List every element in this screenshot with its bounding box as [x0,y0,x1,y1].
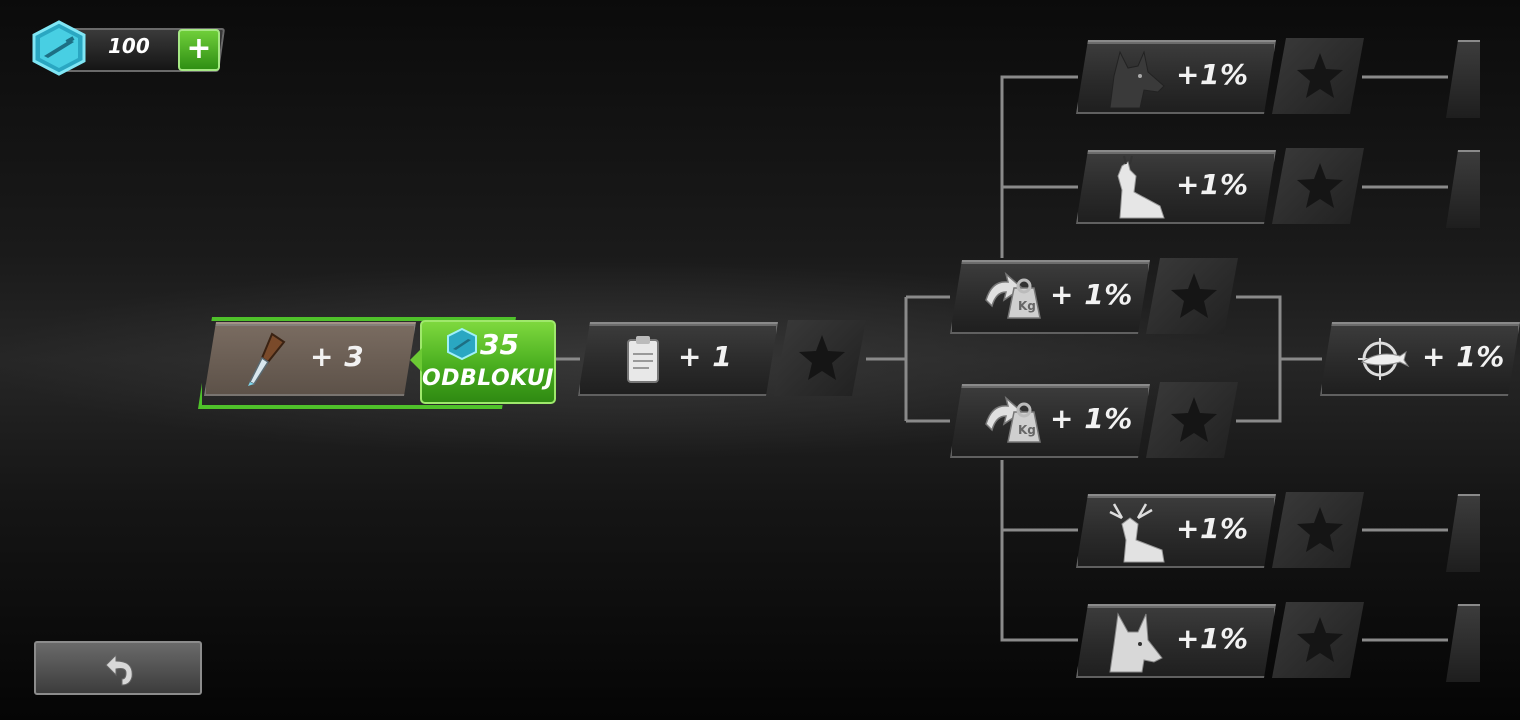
unlock-button[interactable]: 35 ODBLOKUJ [410,320,556,404]
svg-text:Kg: Kg [1018,423,1036,437]
rifle-gem-icon [32,20,86,76]
skill-node-partial[interactable] [1446,150,1480,228]
star-icon [1294,614,1346,666]
skill-node-label: + 1% [1050,402,1133,435]
skill-star-slot [1272,148,1364,224]
skill-node-partial[interactable] [1446,604,1480,682]
skill-node-weight-2[interactable]: Kg + 1% [950,384,1240,460]
skill-node-body [950,384,1150,458]
skill-node-coyote[interactable]: +1% [1076,604,1366,680]
deer-icon [1109,503,1165,563]
skill-node-label: + 1 [678,340,733,373]
skill-star-slot [1272,38,1364,114]
back-button[interactable] [34,641,202,695]
add-currency-button[interactable]: + [178,29,220,71]
skill-node-body [578,322,778,396]
skill-star-slot [1146,258,1238,334]
skill-star-slot [774,320,866,396]
skill-node-wolf[interactable]: +1% [1076,40,1366,116]
clipboard-icon [627,336,659,383]
star-icon [1294,50,1346,102]
skill-node-body [1076,150,1276,224]
skill-node-label: + 1% [1422,340,1505,373]
skill-node-body [1076,604,1276,678]
star-icon [1168,270,1220,322]
skill-node-crosshair[interactable]: + 1% [1320,322,1480,398]
skill-star-slot [1146,382,1238,458]
weight-kg-icon: Kg [985,271,1041,319]
plus-icon: + [186,31,212,66]
currency-display: 100 + [30,20,226,76]
skill-node-clipboard[interactable]: + 1 [578,322,868,398]
skill-node-body [950,260,1150,334]
skill-node-label: + 3 [310,340,365,373]
skill-node-label: +1% [1176,58,1249,91]
skill-node-label: +1% [1176,512,1249,545]
star-icon [1168,394,1220,446]
weight-kg-icon: Kg [985,395,1041,443]
skill-node-deer[interactable]: +1% [1076,494,1366,570]
star-icon [796,332,848,384]
skill-node-label: +1% [1176,168,1249,201]
unlock-label: ODBLOKUJ [422,366,554,391]
wolf-icon [1109,50,1165,109]
skill-star-slot [1272,602,1364,678]
rifle-gem-icon [447,327,477,361]
currency-amount: 100 [108,34,150,58]
skill-node-partial[interactable] [1446,494,1480,572]
skill-node-goat[interactable]: +1% [1076,150,1366,226]
skill-node-body [1076,40,1276,114]
goat-icon [1117,155,1165,219]
skill-node-weight-1[interactable]: Kg + 1% [950,260,1240,336]
svg-text:Kg: Kg [1018,299,1036,313]
skill-node-body [204,322,416,396]
coyote-icon [1109,612,1163,673]
skill-node-body [1320,322,1520,396]
skill-node-partial[interactable] [1446,40,1480,118]
skill-node-label: + 1% [1050,278,1133,311]
undo-arrow-icon [105,653,133,686]
skill-star-slot [1272,492,1364,568]
crosshair-fish-icon [1358,338,1410,380]
unlock-cost: 35 [480,328,519,361]
skill-node-body [1076,494,1276,568]
skill-node-label: +1% [1176,622,1249,655]
star-icon [1294,160,1346,212]
knife-icon [248,332,286,386]
skill-node-knife[interactable]: + 3 [204,322,424,398]
star-icon [1294,504,1346,556]
